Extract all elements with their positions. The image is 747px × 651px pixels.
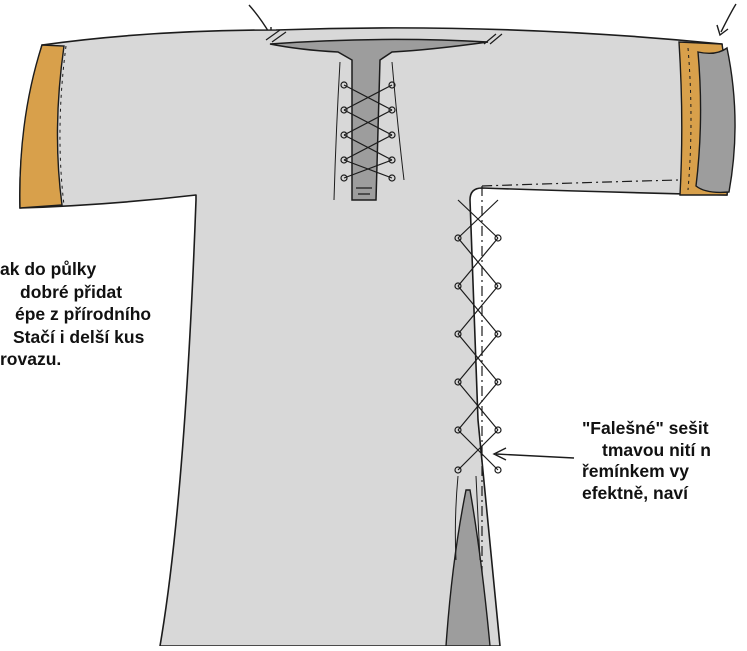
- right-annotation-line: tmavou nití n: [582, 440, 711, 462]
- left-cuff-band: [20, 45, 64, 208]
- left-annotation-line: Stačí i delší kus: [0, 326, 151, 349]
- side-lacing-pointer-arrow: [494, 448, 574, 460]
- right-annotation-line: "Falešné" sešit: [582, 418, 711, 440]
- right-sleeve-opening: [696, 48, 735, 192]
- top-right-pointer-arrow: [717, 4, 736, 35]
- left-annotation-line: épe z přírodního: [0, 303, 151, 326]
- seam-line: [482, 180, 679, 620]
- right-annotation-line: efektně, naví: [582, 483, 711, 505]
- left-annotation-line: ak do půlky: [0, 258, 151, 281]
- right-annotation-line: řemínkem vy: [582, 461, 711, 483]
- left-annotation-line: dobré přidat: [0, 281, 151, 304]
- left-annotation-line: rovazu.: [0, 348, 151, 371]
- right-annotation: "Falešné" sešit tmavou nití n řemínkem v…: [582, 418, 711, 504]
- left-annotation: ak do půlky dobré přidat épe z přírodníh…: [0, 258, 151, 371]
